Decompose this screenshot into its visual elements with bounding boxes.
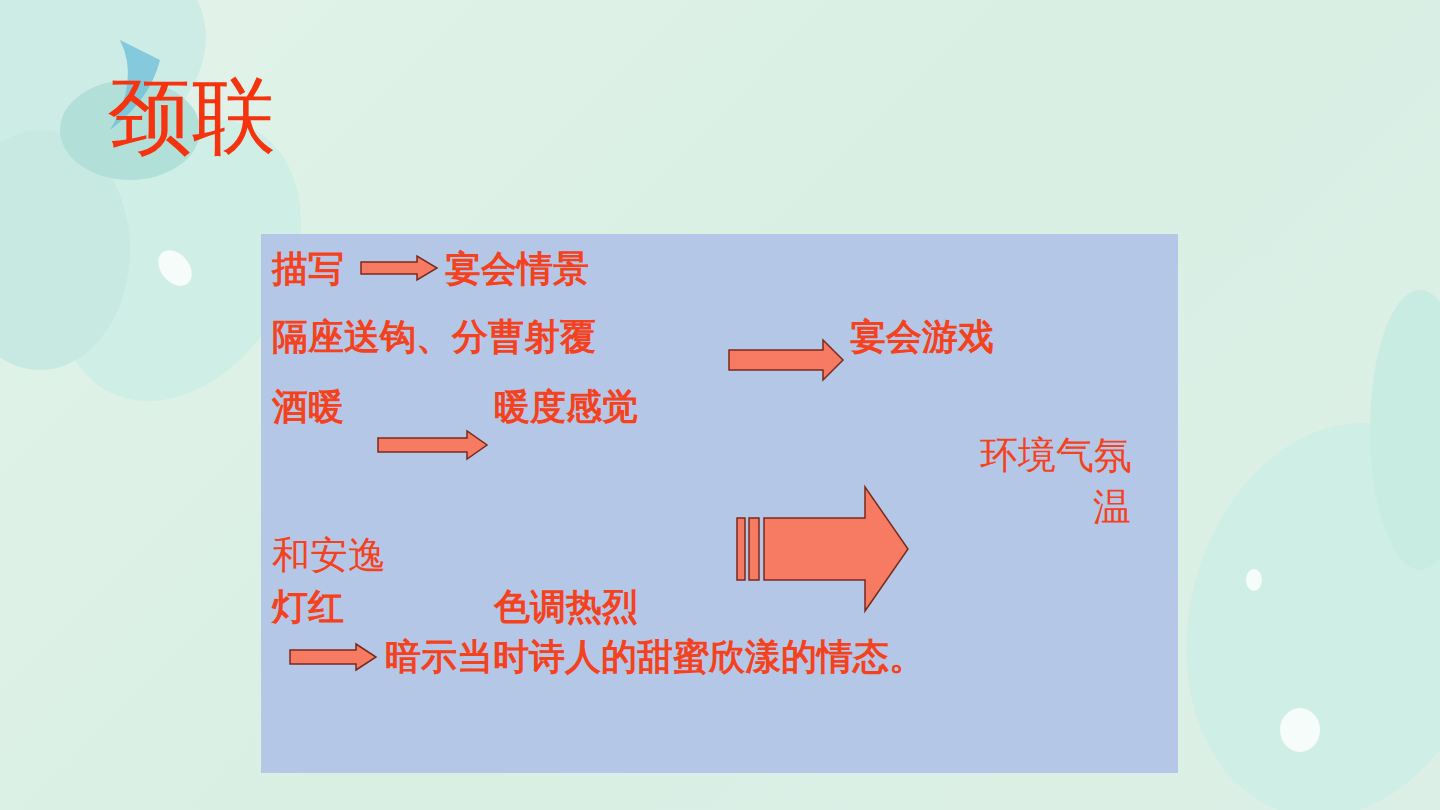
slide-title: 颈联 [108,70,276,162]
panel-text: 描写 [272,248,344,289]
panel-text: 暖度感觉 [494,386,638,427]
panel-text: 和安逸 [272,534,386,578]
panel-text: 酒暖 [272,386,344,427]
panel-text: 隔座送钩、分曹射覆 [272,316,596,357]
panel-text: 宴会游戏 [850,316,994,357]
panel-text: 温 [1093,486,1131,530]
panel-text: 灯红 [272,586,344,627]
panel-text: 色调热烈 [494,586,638,627]
panel-text: 宴会情景 [445,248,589,289]
panel-text: 暗示当时诗人的甜蜜欣漾的情态。 [385,636,925,677]
arrow-art [261,234,1178,773]
content-panel: 描写 宴会情景隔座送钩、分曹射覆 宴会游戏酒暖 暖度感觉环境气氛温和安逸灯红 色调热烈暗… [261,234,1178,773]
panel-text: 环境气氛 [980,434,1132,478]
